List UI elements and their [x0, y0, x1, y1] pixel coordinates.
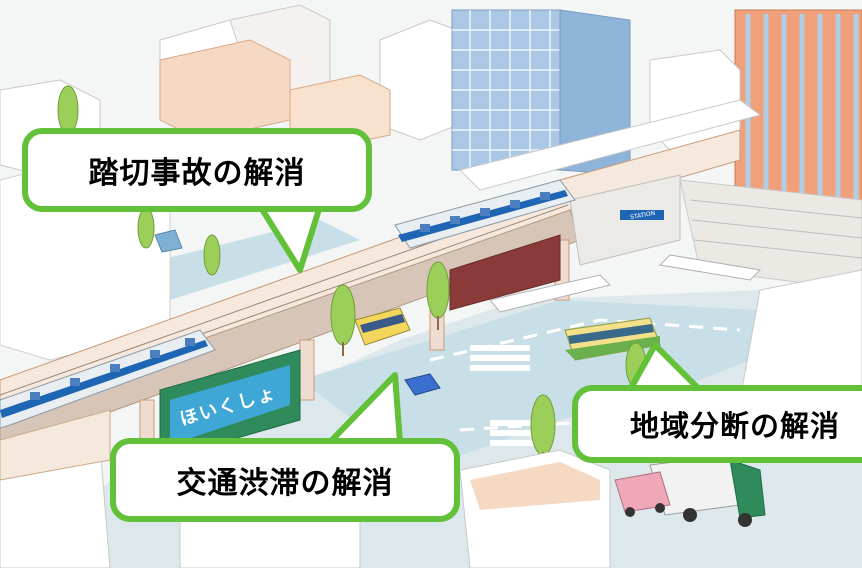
- callout-community-division: 地域分断の解消: [572, 385, 862, 463]
- lower-train: [0, 329, 216, 429]
- yellow-bus: [354, 307, 411, 346]
- blue-car: [404, 373, 441, 396]
- callout-crossing-text: 踏切事故の解消: [88, 156, 306, 191]
- callout-crossing-accidents: 踏切事故の解消: [22, 128, 372, 212]
- pink-van: [614, 471, 671, 517]
- truck: [649, 454, 766, 527]
- upper-train: [394, 179, 576, 249]
- callout-traffic-text: 交通渋滞の解消: [176, 466, 394, 501]
- callout-division-text: 地域分断の解消: [629, 409, 840, 443]
- callout-traffic-congestion: 交通渋滞の解消: [110, 438, 460, 522]
- green-bus: [564, 317, 661, 361]
